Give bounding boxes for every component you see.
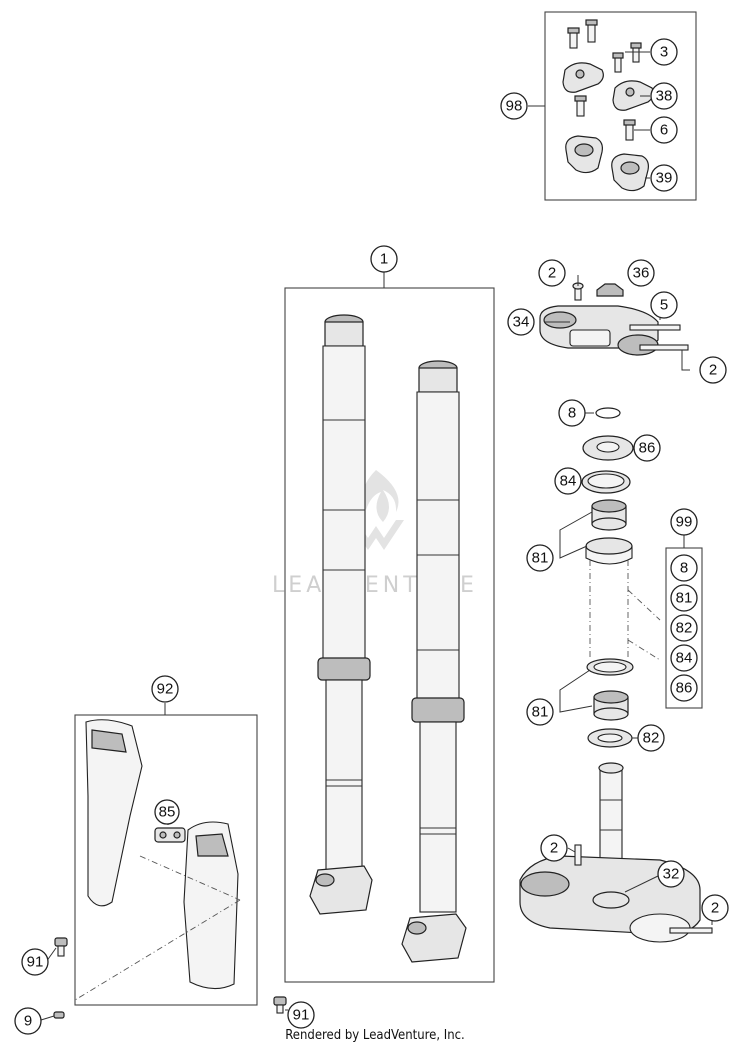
kit-list-84: 84 (670, 644, 698, 672)
svg-text:5: 5 (660, 297, 668, 314)
fork-guard-box (74, 714, 258, 1006)
guard-bolt-icon (53, 937, 287, 1019)
callout-91-right: 91 (287, 1001, 315, 1029)
callout-91-left: 91 (21, 948, 49, 976)
callout-2-upper-right: 2 (699, 356, 727, 384)
watermark-logo-icon (362, 470, 399, 522)
callout-3: 3 (650, 38, 678, 66)
clamp-bolt-icon (629, 324, 681, 331)
callout-6: 6 (650, 116, 678, 144)
lower-triple-clamp (519, 762, 713, 943)
callout-5: 5 (650, 291, 678, 319)
svg-text:2: 2 (550, 840, 558, 857)
svg-text:9: 9 (24, 1013, 32, 1030)
kit-list-81: 81 (670, 584, 698, 612)
handlebar-clamp-icon (562, 62, 654, 192)
svg-text:84: 84 (560, 473, 577, 490)
svg-text:81: 81 (532, 550, 549, 567)
svg-text:2: 2 (548, 265, 556, 282)
svg-text:81: 81 (532, 704, 549, 721)
svg-text:36: 36 (633, 265, 650, 282)
svg-text:32: 32 (663, 866, 680, 883)
svg-text:84: 84 (676, 650, 693, 667)
callout-86: 86 (633, 434, 661, 462)
kit-list-82: 82 (670, 614, 698, 642)
callout-32: 32 (657, 860, 685, 888)
svg-text:98: 98 (506, 98, 523, 115)
callout-39: 39 (650, 164, 678, 192)
svg-text:91: 91 (27, 954, 44, 971)
callout-34: 34 (507, 308, 535, 336)
callout-81-upper: 81 (526, 544, 554, 572)
callout-85: 85 (154, 799, 180, 825)
callout-99: 99 (670, 508, 698, 536)
right-axle-clamp (401, 913, 467, 963)
callout-2-lower-right: 2 (701, 894, 729, 922)
svg-text:34: 34 (513, 314, 530, 331)
svg-text:1: 1 (380, 251, 388, 268)
right-fork-leg (401, 360, 467, 963)
svg-text:91: 91 (293, 1007, 310, 1024)
callout-98: 98 (500, 92, 528, 120)
callout-84: 84 (554, 467, 582, 495)
clamp-bolt-icon (639, 344, 689, 351)
svg-text:86: 86 (639, 440, 656, 457)
o-ring-icon (595, 407, 621, 419)
callout-81-lower: 81 (526, 698, 554, 726)
watermark-chevron-icon (348, 520, 404, 550)
svg-text:6: 6 (660, 122, 668, 139)
footer-credit: Rendered by LeadVenture, Inc. (285, 1028, 465, 1043)
clamp-kit-group (528, 11, 697, 201)
bearing-stack (559, 407, 661, 748)
clamp-bolt-icon (567, 19, 642, 141)
svg-text:2: 2 (709, 362, 717, 379)
clamp-bolt-icon (669, 927, 713, 934)
svg-text:8: 8 (680, 560, 688, 577)
steering-nut-icon (596, 283, 624, 297)
svg-text:38: 38 (656, 88, 673, 105)
callout-92: 92 (151, 675, 179, 703)
fork-assembly-group (284, 272, 495, 983)
fork-assembly-box (284, 287, 495, 983)
svg-text:99: 99 (676, 514, 693, 531)
left-axle-clamp (309, 865, 373, 915)
left-fork-leg (309, 314, 373, 915)
svg-text:82: 82 (676, 620, 693, 637)
guard-bracket-icon (154, 827, 186, 843)
callout-8: 8 (558, 399, 586, 427)
svg-text:39: 39 (656, 170, 673, 187)
upper-triple-clamp (539, 275, 690, 371)
callout-9: 9 (14, 1007, 42, 1035)
left-fork-guard (85, 719, 143, 907)
svg-text:86: 86 (676, 680, 693, 697)
svg-text:82: 82 (643, 730, 660, 747)
svg-text:92: 92 (157, 681, 174, 698)
svg-text:81: 81 (676, 590, 693, 607)
callout-38: 38 (650, 82, 678, 110)
callout-82: 82 (637, 724, 665, 752)
svg-text:85: 85 (159, 804, 176, 821)
svg-text:3: 3 (660, 44, 668, 61)
svg-text:2: 2 (711, 900, 719, 917)
callout-1: 1 (370, 245, 398, 273)
svg-text:8: 8 (568, 405, 576, 422)
kit-list-86: 86 (670, 674, 698, 702)
callout-2-upper-left: 2 (538, 259, 566, 287)
kit-list-8: 8 (670, 554, 698, 582)
fork-guard-group (74, 703, 258, 1006)
callout-36: 36 (627, 259, 655, 287)
callout-2-lower-left: 2 (540, 834, 568, 862)
lower-clamp-bolt-icon (574, 844, 582, 866)
right-fork-guard (183, 821, 239, 990)
